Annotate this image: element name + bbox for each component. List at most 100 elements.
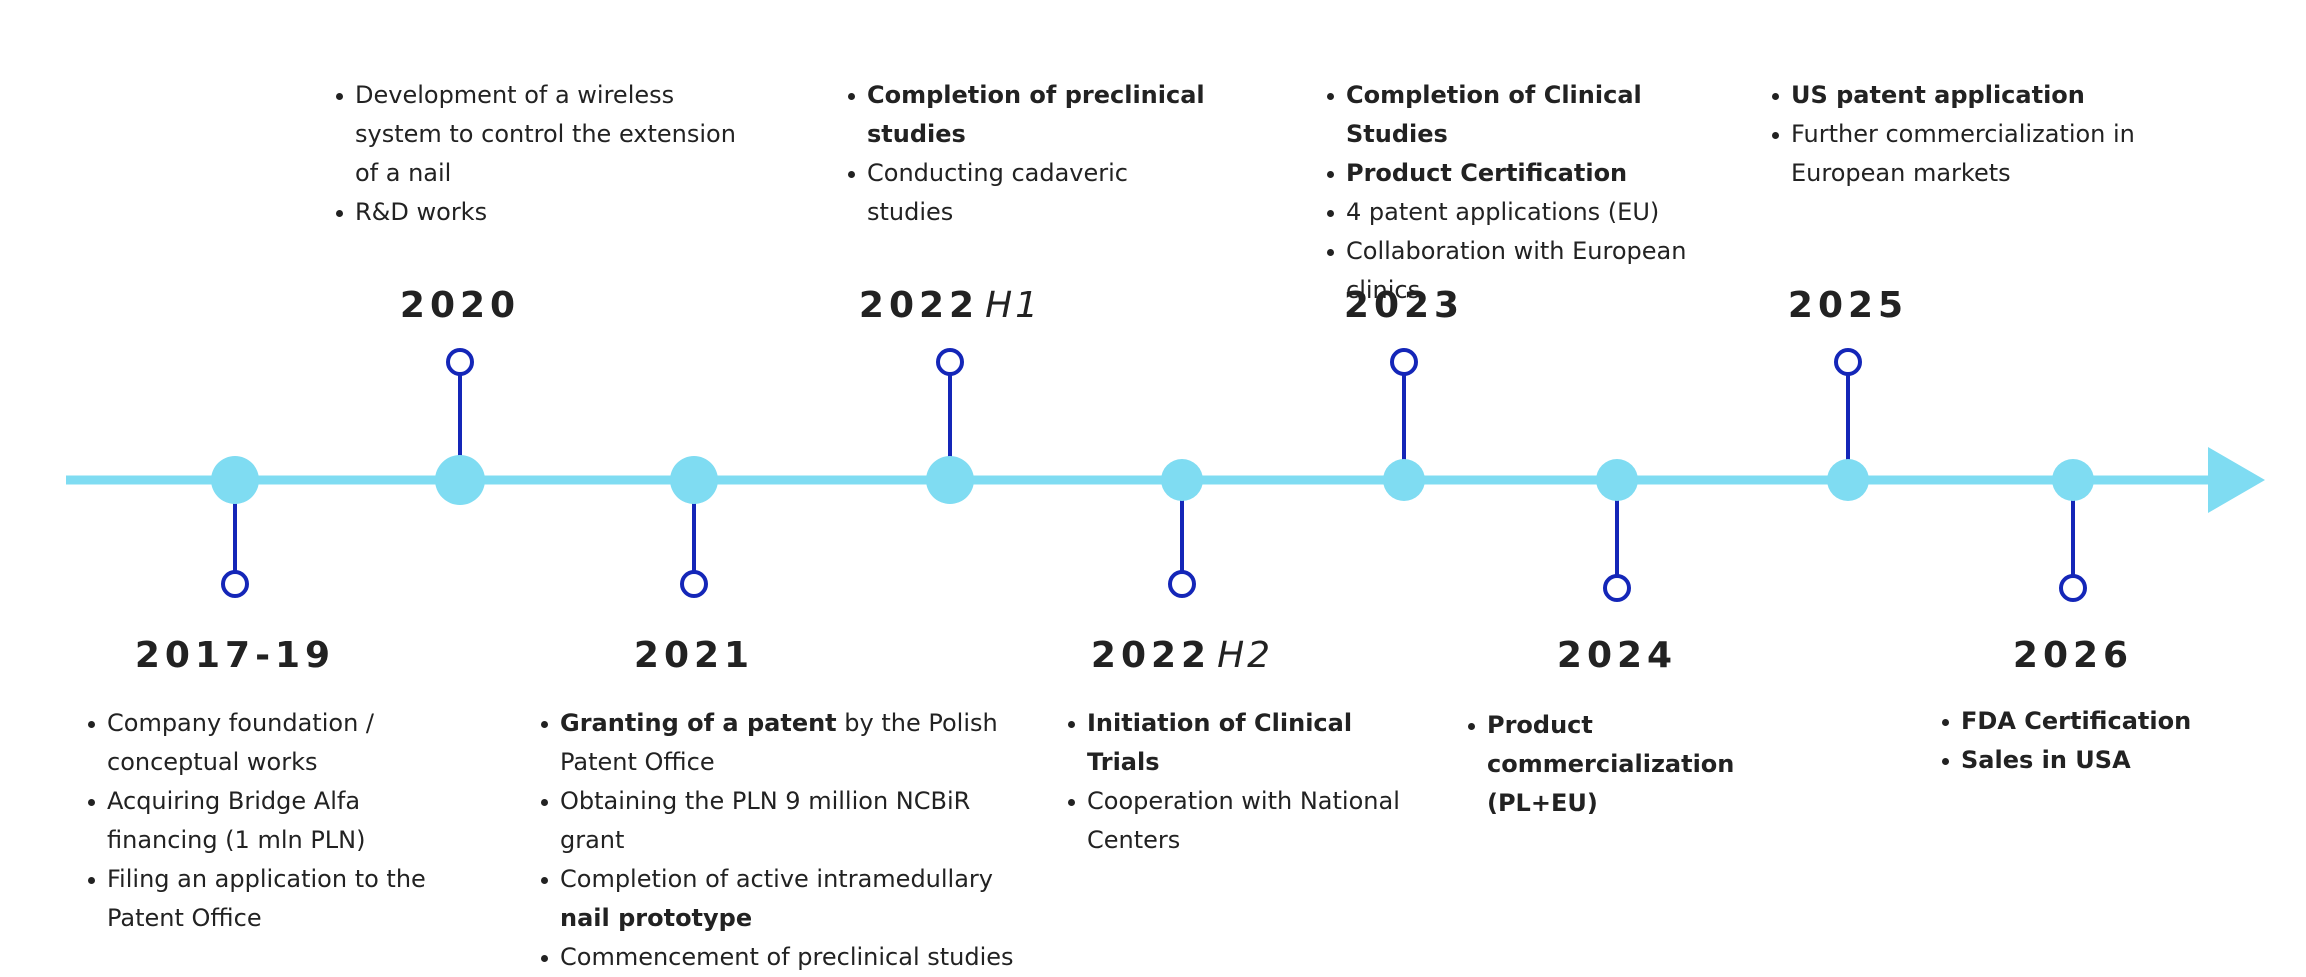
event-item: Further commercialization in European ma… — [1770, 115, 2170, 193]
event-item: Company foundation / conceptual works — [86, 704, 446, 782]
event-text: Collaboration with European clinics — [1346, 237, 1687, 304]
milestone-marker-2022-h1 — [926, 348, 974, 504]
year-label: 2022 — [1090, 635, 1212, 676]
milestone-marker-2017-19 — [211, 456, 259, 598]
milestone-marker-2020 — [435, 348, 485, 505]
event-item: Obtaining the PLN 9 million NCBiR grant — [539, 782, 1039, 860]
event-item: Filing an application to the Patent Offi… — [86, 860, 446, 938]
year-label: 2020 — [399, 285, 521, 326]
milestone-marker-2021 — [670, 456, 718, 598]
axis-node — [1596, 459, 1638, 501]
event-text-bold: nail prototype — [560, 904, 753, 932]
year-label: 2021 — [633, 635, 755, 676]
milestone-marker-2022-h2 — [1161, 459, 1203, 598]
stem-end-circle — [680, 570, 708, 598]
event-text: Cooperation with National Centers — [1087, 787, 1400, 854]
timeline-markers — [211, 348, 2094, 602]
milestone-year-2026: 2026 — [1873, 634, 2273, 678]
milestone-marker-2026 — [2052, 459, 2094, 602]
event-item: Product Certification — [1325, 154, 1745, 193]
axis-node — [1161, 459, 1203, 501]
event-item: Acquiring Bridge Alfa financing (1 mln P… — [86, 782, 446, 860]
event-item: Completion of Clinical Studies — [1325, 76, 1745, 154]
event-text: 4 patent applications (EU) — [1346, 198, 1660, 226]
milestone-marker-2023 — [1383, 348, 1425, 501]
year-label: 2025 — [1787, 285, 1909, 326]
axis-node — [211, 456, 259, 504]
year-label: 2026 — [2012, 635, 2134, 676]
milestone-year-2020: 2020 — [260, 284, 660, 328]
event-text: Acquiring Bridge Alfa financing (1 mln P… — [107, 787, 366, 854]
axis-node — [670, 456, 718, 504]
event-item: Sales in USA — [1940, 741, 2240, 780]
event-text-bold: FDA Certification — [1961, 707, 2192, 735]
event-item: Development of a wireless system to cont… — [334, 76, 754, 193]
event-text-bold: Initiation of Clinical Trials — [1087, 709, 1353, 776]
milestone-events-2020: Development of a wireless system to cont… — [334, 76, 754, 232]
milestone-year-2025: 2025 — [1648, 284, 2048, 328]
milestone-year-2023: 2023 — [1204, 284, 1604, 328]
event-item: 4 patent applications (EU) — [1325, 193, 1745, 232]
milestone-year-2017-19: 2017-19 — [35, 634, 435, 678]
milestone-marker-2024 — [1596, 459, 1638, 602]
event-item: Initiation of Clinical Trials — [1066, 704, 1426, 782]
event-text: Filing an application to the Patent Offi… — [107, 865, 426, 932]
event-text: Further commercialization in European ma… — [1791, 120, 2135, 187]
event-text: Completion of active intramedullary — [560, 865, 993, 893]
axis-node — [1827, 459, 1869, 501]
event-text-bold: Granting of a patent — [560, 709, 837, 737]
event-text-bold: Product commercialization (PL+EU) — [1487, 711, 1735, 817]
milestone-events-2024: Product commercialization (PL+EU) — [1466, 706, 1826, 823]
event-text: Company foundation / conceptual works — [107, 709, 374, 776]
event-text-bold: US patent application — [1791, 81, 2085, 109]
event-text-bold: Product Certification — [1346, 159, 1628, 187]
half-year-label: H1 — [985, 285, 1042, 326]
stem-end-circle — [221, 570, 249, 598]
event-text: by the Polish Patent Office — [560, 709, 998, 776]
stem-end-circle — [1168, 570, 1196, 598]
event-text-bold: Completion of Clinical Studies — [1346, 81, 1642, 148]
event-item: Product commercialization (PL+EU) — [1466, 706, 1826, 823]
timeline-arrow-head — [2208, 447, 2265, 513]
stem-end-circle — [1603, 574, 1631, 602]
axis-node — [2052, 459, 2094, 501]
stem-end-circle — [1390, 348, 1418, 376]
event-text: Conducting cadaveric studies — [867, 159, 1128, 226]
event-item: Granting of a patent by the Polish Paten… — [539, 704, 1039, 782]
year-label: 2024 — [1556, 635, 1678, 676]
milestone-year-2021: 2021 — [494, 634, 894, 678]
stem-end-circle — [936, 348, 964, 376]
event-text: Development of a wireless system to cont… — [355, 81, 736, 187]
event-text-bold: Sales in USA — [1961, 746, 2131, 774]
axis-node — [1383, 459, 1425, 501]
year-label: 2017-19 — [134, 635, 336, 676]
stem-end-circle — [1834, 348, 1862, 376]
event-item: Conducting cadaveric studies — [846, 154, 1206, 232]
event-item: Completion of active intramedullary nail… — [539, 860, 1039, 938]
axis-node — [435, 455, 485, 505]
event-item: Completion of preclinical studies — [846, 76, 1206, 154]
event-item: Cooperation with National Centers — [1066, 782, 1426, 860]
event-text-bold: Completion of preclinical studies — [867, 81, 1205, 148]
year-label: 2022 — [858, 285, 980, 326]
event-text: R&D works — [355, 198, 488, 226]
stem-end-circle — [446, 348, 474, 376]
milestone-events-2021: Granting of a patent by the Polish Paten… — [539, 704, 1039, 977]
year-label: 2023 — [1343, 285, 1465, 326]
axis-node — [926, 456, 974, 504]
milestone-marker-2025 — [1827, 348, 1869, 501]
event-item: FDA Certification — [1940, 702, 2240, 741]
event-text: Commencement of preclinical studies — [560, 943, 1014, 971]
stem-end-circle — [2059, 574, 2087, 602]
event-text: Obtaining the PLN 9 million NCBiR grant — [560, 787, 971, 854]
event-item: R&D works — [334, 193, 754, 232]
